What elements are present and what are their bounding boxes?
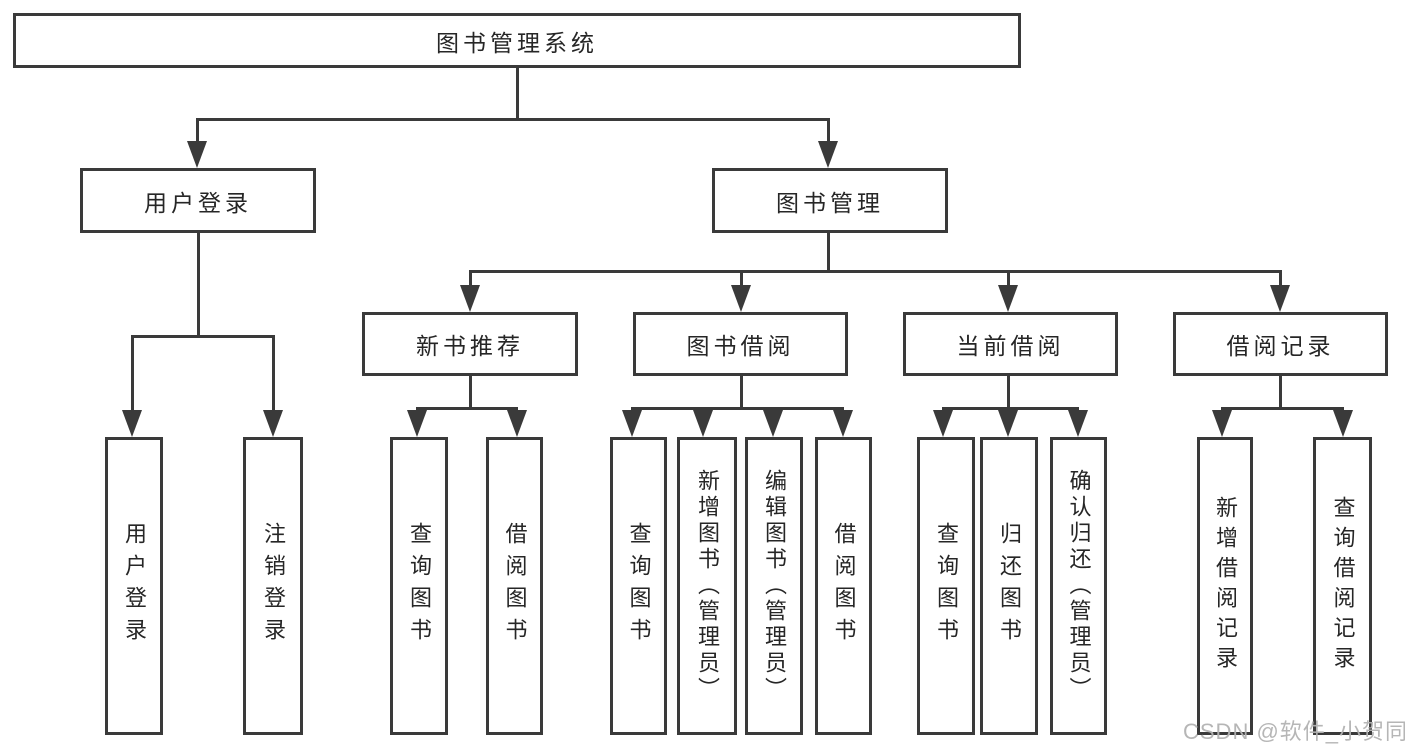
connector-line xyxy=(469,270,1281,273)
leaf-bb-borrow-books: 借阅图书 xyxy=(815,437,872,735)
connector-line xyxy=(631,407,844,410)
connector-line xyxy=(131,335,274,338)
connector-line xyxy=(416,407,518,410)
leaf-logout: 注销登录 xyxy=(243,437,303,735)
connector-line xyxy=(1279,376,1282,407)
connector-line xyxy=(1007,376,1010,407)
leaf-nb-query-books: 查询图书 xyxy=(390,437,448,735)
connector-line xyxy=(1221,407,1344,410)
arrowhead-down xyxy=(818,141,838,168)
node-current-borrow: 当前借阅 xyxy=(903,312,1118,376)
leaf-bb-edit-books-admin: 编辑图书（管理员） xyxy=(745,437,803,735)
connector-line xyxy=(1007,270,1010,288)
leaf-nb-borrow-books: 借阅图书 xyxy=(486,437,543,735)
arrowhead-down xyxy=(933,410,953,437)
arrowhead-down xyxy=(622,410,642,437)
arrowhead-down xyxy=(122,410,142,437)
connector-line xyxy=(516,68,519,118)
arrowhead-down xyxy=(1068,410,1088,437)
node-book-management: 图书管理 xyxy=(712,168,948,233)
node-book-borrow: 图书借阅 xyxy=(633,312,848,376)
connector-line xyxy=(469,270,472,288)
node-borrow-records: 借阅记录 xyxy=(1173,312,1388,376)
connector-line xyxy=(469,376,472,407)
arrowhead-down xyxy=(763,410,783,437)
leaf-cb-query-books: 查询图书 xyxy=(917,437,975,735)
connector-line xyxy=(196,118,199,144)
arrowhead-down xyxy=(507,410,527,437)
connector-line xyxy=(740,270,743,288)
arrowhead-down xyxy=(1270,285,1290,312)
arrowhead-down xyxy=(833,410,853,437)
arrowhead-down xyxy=(263,410,283,437)
connector-line xyxy=(942,407,1079,410)
node-user-login: 用户登录 xyxy=(80,168,316,233)
leaf-user-login: 用户登录 xyxy=(105,437,163,735)
watermark: CSDN @软件_小贺同学 xyxy=(1183,719,1405,744)
leaf-bb-add-books-admin: 新增图书（管理员） xyxy=(677,437,737,735)
connector-line xyxy=(197,233,200,335)
arrowhead-down xyxy=(187,141,207,168)
leaf-bb-query-books: 查询图书 xyxy=(610,437,667,735)
arrowhead-down xyxy=(1212,410,1232,437)
connector-line xyxy=(196,118,830,121)
leaf-cb-confirm-return-admin: 确认归还（管理员） xyxy=(1050,437,1107,735)
leaf-br-query-record: 查询借阅记录 xyxy=(1313,437,1372,735)
connector-line xyxy=(827,233,830,270)
arrowhead-down xyxy=(731,285,751,312)
connector-line xyxy=(740,376,743,407)
connector-line xyxy=(1279,270,1282,288)
arrowhead-down xyxy=(998,285,1018,312)
arrowhead-down xyxy=(1333,410,1353,437)
node-library-system: 图书管理系统 xyxy=(13,13,1021,68)
connector-line xyxy=(827,118,830,144)
arrowhead-down xyxy=(407,410,427,437)
node-new-book-recommend: 新书推荐 xyxy=(362,312,578,376)
arrowhead-down xyxy=(693,410,713,437)
leaf-br-add-record: 新增借阅记录 xyxy=(1197,437,1253,735)
connector-line xyxy=(272,335,275,412)
arrowhead-down xyxy=(998,410,1018,437)
leaf-cb-return-books: 归还图书 xyxy=(980,437,1038,735)
connector-line xyxy=(131,335,134,412)
arrowhead-down xyxy=(460,285,480,312)
